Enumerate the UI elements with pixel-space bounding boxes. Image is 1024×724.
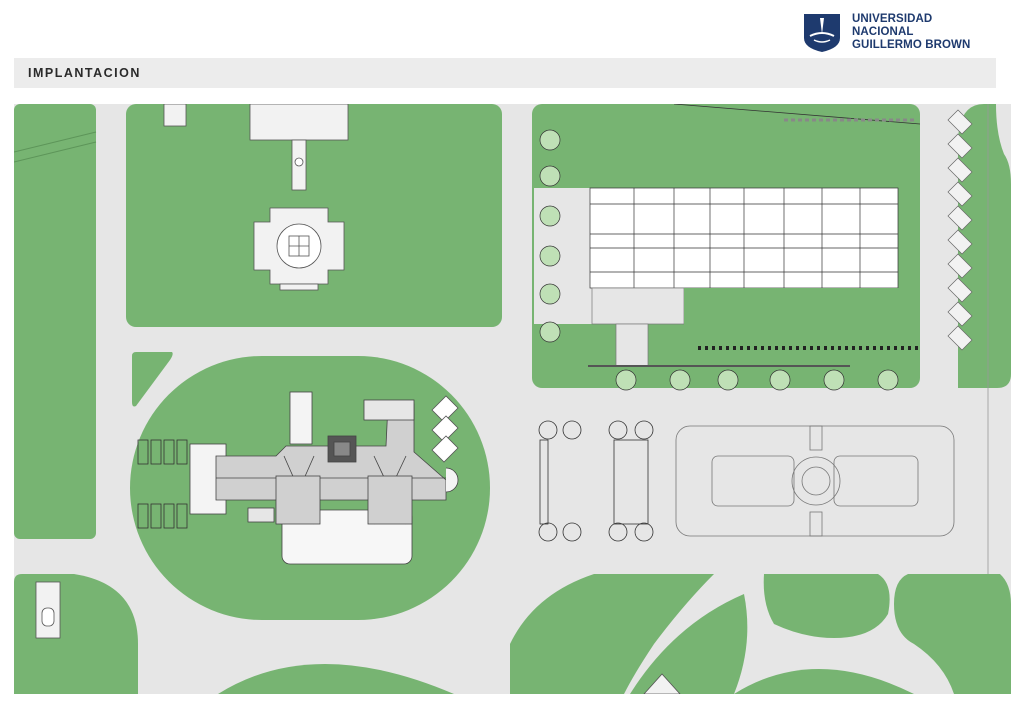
lawn-bottom-curve-4: [894, 574, 1011, 694]
site-plan: [14, 104, 1011, 694]
pergola: [431, 395, 459, 463]
university-logo: UNIVERSIDAD NACIONAL GUILLERMO BROWN: [800, 8, 990, 56]
logo-line-1: UNIVERSIDAD NACIONAL: [852, 12, 933, 38]
lawn-triangle: [132, 352, 173, 407]
lawn-bottom-curve-5: [734, 669, 914, 694]
courtyard: [675, 425, 955, 537]
plaza-trees: [538, 420, 654, 542]
campus-trees: [539, 129, 899, 391]
lawn-bottom-curve-2: [630, 594, 748, 694]
lawn-bottom-center: [218, 664, 454, 694]
lawn-left-strip: [14, 104, 96, 539]
university-shield-icon: [804, 14, 840, 52]
monument: [249, 104, 349, 291]
parking-angled: [947, 109, 973, 351]
parking-cars-left: [137, 439, 188, 529]
section-title-bar: IMPLANTACION: [14, 58, 996, 88]
mansion: [189, 391, 459, 565]
site-plan-drawing: [14, 104, 1011, 694]
lawn-bottom-curve-1: [510, 574, 714, 694]
section-title: IMPLANTACION: [28, 66, 141, 80]
logo-line-2: GUILLERMO BROWN: [852, 38, 971, 51]
lawn-bottom-curve-3: [763, 574, 890, 638]
